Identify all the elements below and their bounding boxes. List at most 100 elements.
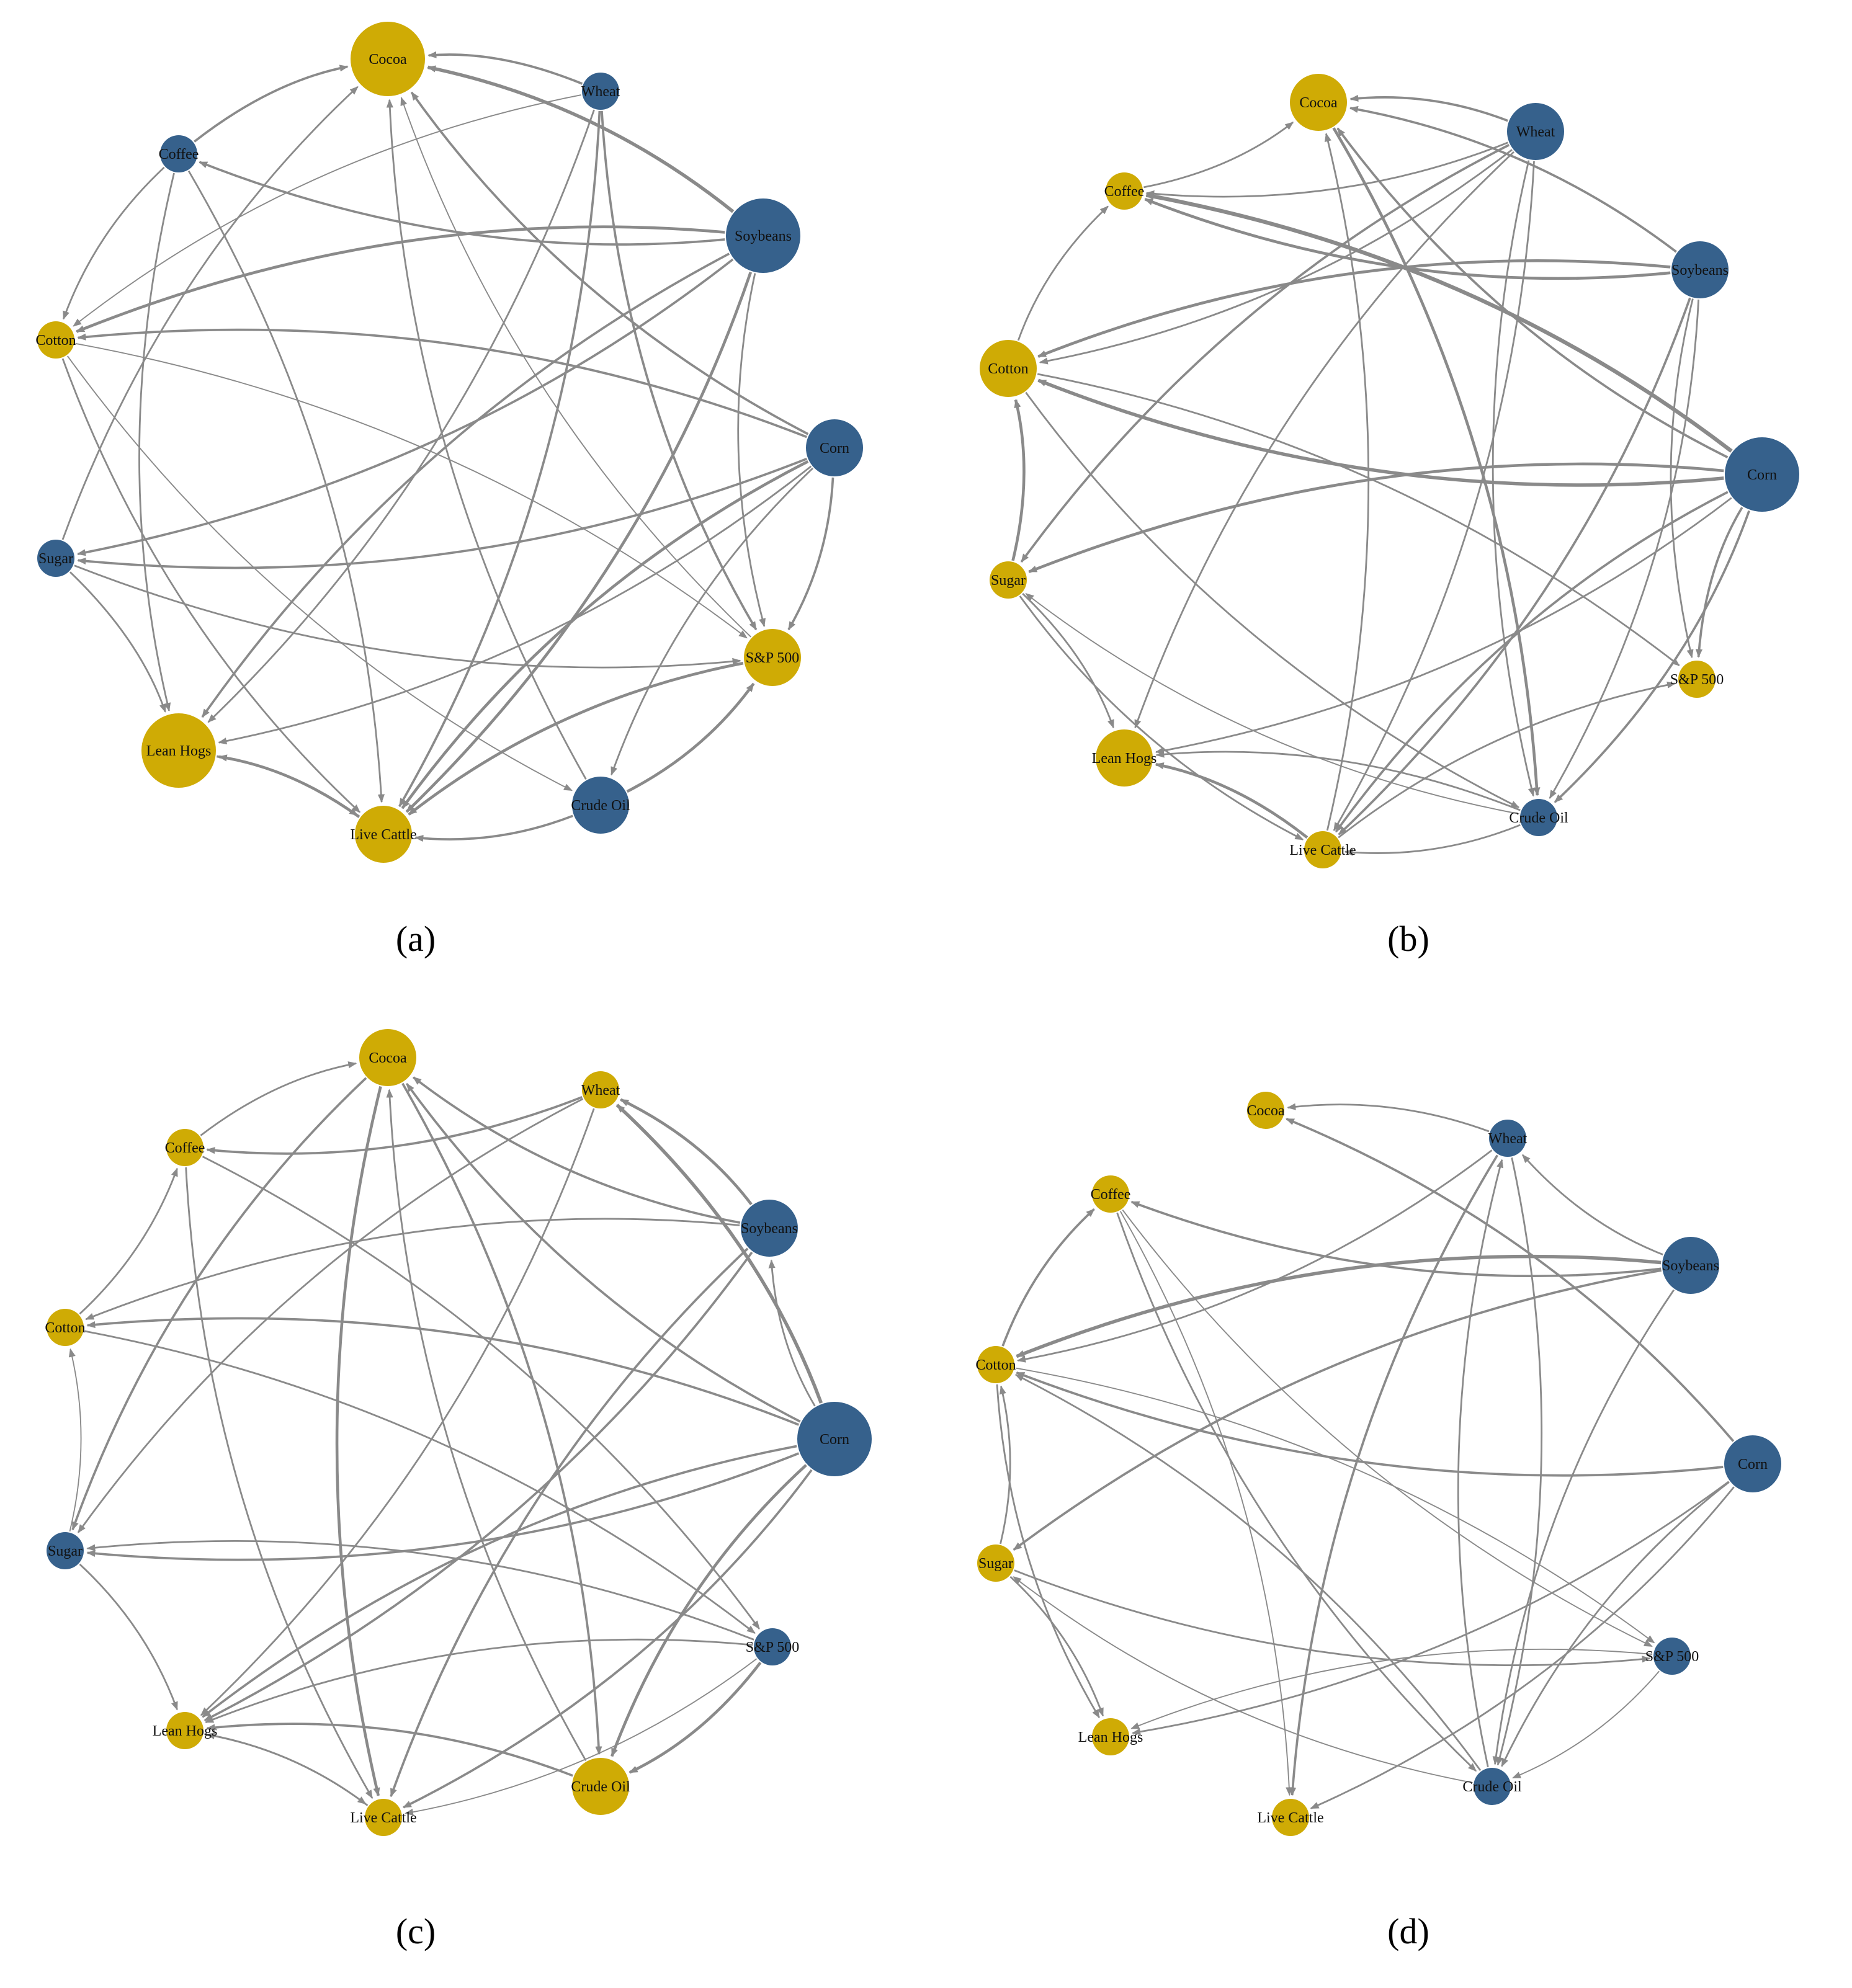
node-sp500: S&P 500 — [746, 1628, 799, 1665]
node-soybeans-circle — [726, 198, 800, 273]
node-cotton-circle — [37, 321, 74, 359]
node-corn: Corn — [1724, 1435, 1781, 1492]
edge-crudeoil-to-leanhogs — [206, 1723, 573, 1777]
node-crudeoil-label: Crude Oil — [1509, 810, 1568, 826]
node-sp500: S&P 500 — [1645, 1638, 1699, 1675]
node-cotton-circle — [980, 340, 1037, 397]
node-soybeans-circle — [1662, 1237, 1719, 1294]
node-crudeoil-circle — [572, 1758, 629, 1815]
edges — [996, 1103, 1735, 1809]
node-crudeoil-label: Crude Oil — [571, 1779, 630, 1795]
edge-crudeoil-to-sp500 — [626, 682, 755, 793]
node-leanhogs-label: Lean Hogs — [146, 743, 212, 759]
edge-leanhogs-to-livecattle — [217, 755, 358, 817]
edges — [68, 1061, 823, 1816]
node-wheat-label: Wheat — [581, 1082, 620, 1099]
edge-crudeoil-to-cocoa — [386, 99, 587, 780]
node-wheat: Wheat — [1488, 1120, 1528, 1157]
edge-wheat-to-livecattle — [1289, 1154, 1498, 1796]
edge-coffee-to-crudeoil — [1116, 1212, 1477, 1772]
edge-corn-to-cotton — [1016, 1371, 1724, 1477]
edge-cocoa-to-sugar — [71, 1077, 367, 1531]
edge-soybeans-to-livecattle — [405, 271, 753, 813]
edge-wheat-to-cocoa — [1287, 1103, 1490, 1133]
node-sp500-label: S&P 500 — [1645, 1649, 1699, 1665]
node-cotton-circle — [977, 1346, 1014, 1383]
edge-soybeans-to-sp500 — [737, 273, 766, 628]
node-cotton: Cotton — [980, 340, 1037, 397]
node-leanhogs: Lean Hogs — [1092, 729, 1157, 787]
edge-corn-to-cocoa — [410, 91, 809, 435]
node-soybeans: Soybeans — [741, 1200, 798, 1257]
node-sp500-circle — [744, 629, 801, 686]
edge-coffee-to-sp500 — [202, 1156, 760, 1630]
edge-crudeoil-to-livecattle — [1344, 824, 1521, 856]
edge-sp500-to-livecattle — [405, 1658, 758, 1816]
node-leanhogs-label: Lean Hogs — [1092, 751, 1157, 767]
node-livecattle-circle — [1304, 831, 1341, 868]
edge-cocoa-to-crudeoil — [1332, 127, 1541, 796]
edge-corn-to-sugar — [86, 1452, 800, 1561]
node-corn: Corn — [806, 419, 863, 476]
edge-sp500-to-crudeoil — [629, 1662, 762, 1774]
edge-corn-to-livecattle — [401, 460, 809, 809]
node-coffee: Coffee — [1091, 1175, 1131, 1213]
node-wheat-label: Wheat — [581, 84, 620, 100]
edge-wheat-to-leanhogs — [200, 1108, 595, 1716]
node-livecattle: Live Cattle — [1257, 1799, 1324, 1836]
node-sugar-label: Sugar — [48, 1543, 83, 1559]
node-sp500-circle — [1678, 661, 1716, 698]
node-coffee: Coffee — [1104, 172, 1144, 210]
node-leanhogs-label: Lean Hogs — [153, 1723, 218, 1739]
edge-soybeans-to-livecattle — [1338, 297, 1691, 836]
node-wheat: Wheat — [581, 73, 620, 110]
node-sugar-circle — [47, 1532, 84, 1569]
edges — [1011, 94, 1750, 856]
edge-crudeoil-to-cocoa — [386, 1089, 587, 1761]
edge-wheat-to-livecattle — [398, 110, 601, 808]
node-coffee-circle — [160, 135, 197, 172]
edge-livecattle-to-cocoa — [1324, 133, 1370, 831]
node-livecattle: Live Cattle — [1289, 831, 1356, 868]
edge-crudeoil-to-sugar — [1013, 1576, 1473, 1783]
edge-cotton-to-coffee — [1017, 205, 1109, 341]
edge-corn-to-cocoa — [406, 1082, 801, 1423]
node-cocoa-circle — [351, 22, 425, 96]
node-sp500-circle — [754, 1628, 791, 1665]
edge-soybeans-to-cocoa — [427, 65, 735, 213]
edge-sugar-to-cocoa — [61, 86, 359, 540]
edge-wheat-to-sp500 — [601, 110, 758, 631]
edge-soybeans-to-cotton — [85, 1218, 740, 1321]
node-coffee-label: Coffee — [1091, 1187, 1131, 1203]
node-wheat: Wheat — [581, 1071, 620, 1108]
node-crudeoil: Crude Oil — [1462, 1768, 1522, 1805]
edge-cotton-to-livecattle — [61, 358, 361, 813]
node-leanhogs: Lean Hogs — [1078, 1718, 1143, 1755]
node-sugar: Sugar — [977, 1544, 1014, 1582]
node-leanhogs: Lean Hogs — [141, 713, 216, 788]
panel-caption-a: (a) — [395, 919, 436, 959]
node-livecattle-circle — [1272, 1799, 1309, 1836]
edge-crudeoil-to-sugar — [1025, 593, 1519, 815]
edge-corn-to-cocoa — [1286, 1118, 1735, 1442]
edge-cocoa-to-crudeoil — [401, 1082, 602, 1755]
edge-sp500-to-sugar — [86, 1540, 754, 1641]
node-corn: Corn — [1725, 437, 1799, 512]
edge-sugar-to-livecattle — [1019, 595, 1304, 840]
node-wheat-circle — [1489, 1120, 1526, 1157]
edge-soybeans-to-coffee — [199, 161, 725, 246]
node-sugar-circle — [977, 1544, 1014, 1582]
panel-caption-b: (b) — [1387, 919, 1429, 959]
edge-wheat-to-cotton — [1039, 149, 1513, 365]
node-livecattle-label: Live Cattle — [1289, 842, 1356, 858]
edge-sp500-to-leanhogs — [1130, 1648, 1653, 1729]
edge-wheat-to-cotton — [1017, 1149, 1493, 1363]
node-cocoa-label: Cocoa — [1246, 1103, 1285, 1119]
edge-wheat-to-leanhogs — [207, 109, 595, 723]
edge-wheat-to-leanhogs — [1134, 151, 1514, 729]
node-corn-circle — [1724, 1435, 1781, 1492]
